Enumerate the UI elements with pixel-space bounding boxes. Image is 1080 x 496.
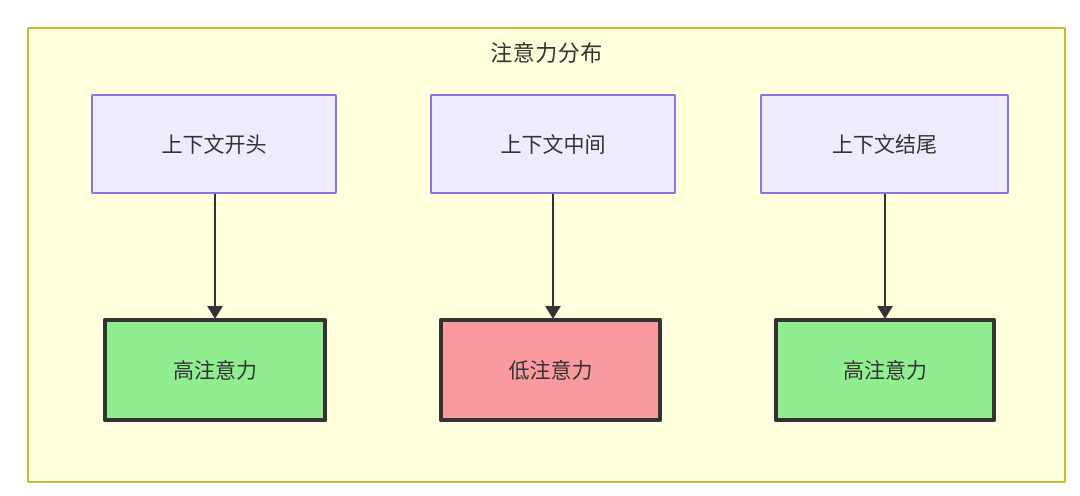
- arrowhead-icon: [877, 306, 893, 319]
- node-label: 上下文中间: [500, 134, 606, 157]
- edge-line: [214, 194, 216, 306]
- node-label: 高注意力: [173, 360, 257, 383]
- node-label: 上下文结尾: [832, 134, 937, 157]
- edge-line: [884, 194, 886, 306]
- node-high-attention-left[interactable]: 高注意力: [103, 318, 327, 422]
- node-context-end[interactable]: 上下文结尾: [760, 94, 1009, 194]
- node-label: 低注意力: [508, 360, 593, 383]
- edge-line: [552, 194, 554, 306]
- node-context-start[interactable]: 上下文开头: [91, 94, 337, 194]
- node-context-middle[interactable]: 上下文中间: [430, 94, 676, 194]
- arrowhead-icon: [207, 306, 223, 319]
- node-label: 上下文开头: [161, 134, 267, 157]
- attention-distribution-subgraph: 注意力分布 上下文开头 上下文中间 上下文结尾 高注意力 低: [27, 27, 1066, 483]
- arrowhead-icon: [545, 306, 561, 319]
- node-label: 高注意力: [843, 360, 927, 383]
- node-low-attention[interactable]: 低注意力: [439, 318, 662, 422]
- node-high-attention-right[interactable]: 高注意力: [774, 318, 996, 422]
- diagram-title: 注意力分布: [490, 41, 603, 66]
